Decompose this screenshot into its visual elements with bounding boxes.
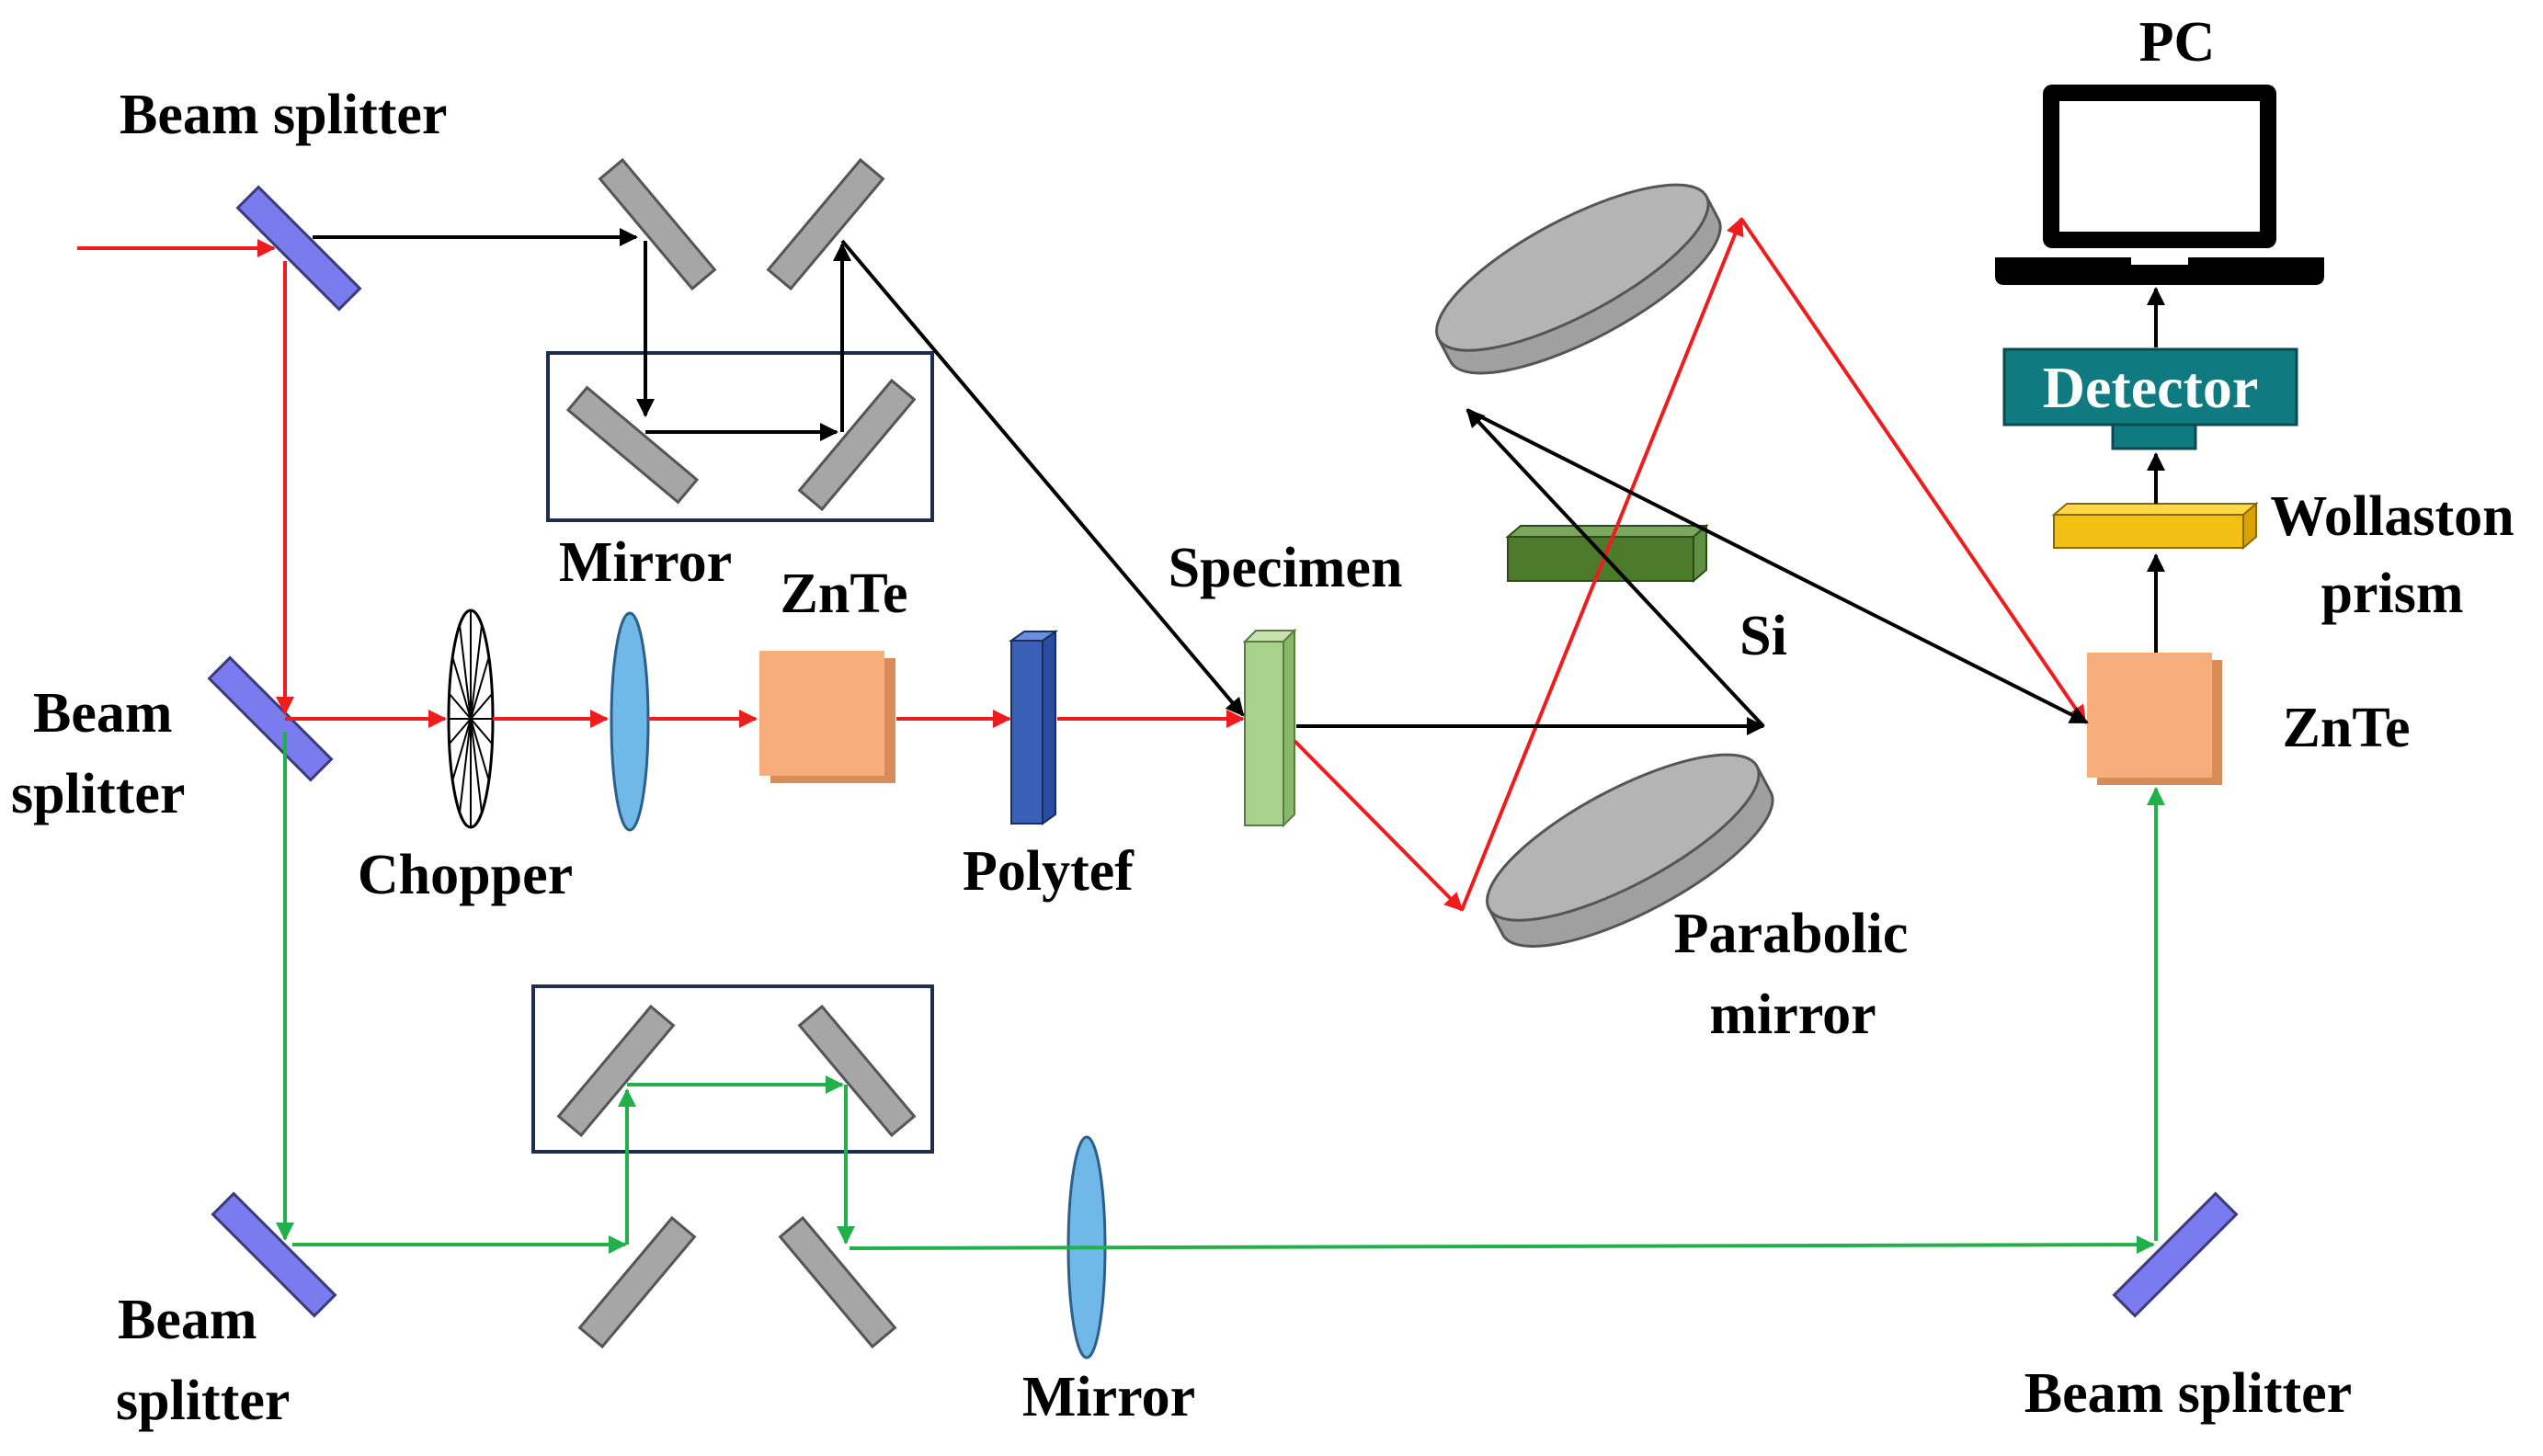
label-polytef: Polytef xyxy=(963,840,1135,903)
mirror-top-1 xyxy=(598,157,717,291)
label-mirror-bottom: Mirror xyxy=(1022,1366,1195,1428)
mirror-top-2 xyxy=(766,157,885,291)
label-beam-splitter-mid-2: splitter xyxy=(11,763,185,825)
label-znte-right: ZnTe xyxy=(2282,697,2410,759)
pc-laptop-icon xyxy=(1995,85,2324,285)
mirror-bottom-2 xyxy=(778,1215,897,1349)
znte-crystal-left xyxy=(759,651,895,783)
label-si: Si xyxy=(1739,605,1787,667)
label-beam-splitter-bottom-2: splitter xyxy=(116,1370,290,1432)
pump-beam-reflect-2 xyxy=(1460,217,1744,911)
label-wollaston-2: prism xyxy=(2321,563,2464,625)
mirror-stage-top-1 xyxy=(565,385,700,505)
black-beam-5 xyxy=(840,239,1245,717)
label-beam-splitter-top: Beam splitter xyxy=(120,84,447,146)
lens-top xyxy=(610,611,650,832)
label-beam-splitter-mid-1: Beam xyxy=(33,682,173,745)
label-mirror-top: Mirror xyxy=(559,531,732,594)
mirror-stage-top-2 xyxy=(797,378,917,512)
parabolic-mirror-bottom xyxy=(1486,753,1774,948)
label-beam-splitter-right: Beam splitter xyxy=(2024,1362,2352,1425)
beam-splitter-right xyxy=(2112,1191,2239,1318)
green-beam-long xyxy=(849,1235,2155,1255)
pump-beam-reflect-3 xyxy=(1739,217,2087,724)
label-chopper: Chopper xyxy=(358,844,573,906)
mirror-stage-bottom-2 xyxy=(797,1004,917,1138)
detector-label: Detector xyxy=(2043,355,2258,420)
label-parabolic-2: mirror xyxy=(1709,984,1876,1046)
znte-crystal-right xyxy=(2087,653,2222,785)
si-plate xyxy=(1505,523,1709,584)
label-parabolic-1: Parabolic xyxy=(1674,903,1909,965)
delay-stage-frame-bottom xyxy=(531,984,934,1154)
black-beam-7 xyxy=(1465,408,1765,728)
detector-stub xyxy=(2111,423,2197,450)
parabolic-mirror-top xyxy=(1435,183,1722,375)
beam-splitter-top xyxy=(235,185,362,312)
wollaston-prism xyxy=(2051,501,2259,551)
beam-splitter-bottom xyxy=(211,1191,337,1318)
delay-stage-frame-top xyxy=(546,351,934,522)
mirror-bottom-1 xyxy=(577,1215,697,1349)
label-znte-left: ZnTe xyxy=(780,563,907,625)
label-wollaston-1: Wollaston xyxy=(2270,485,2514,548)
pump-beam-reflect-1 xyxy=(1293,739,1464,912)
label-specimen: Specimen xyxy=(1169,537,1403,599)
polytef-block xyxy=(1008,630,1059,825)
specimen-block xyxy=(1242,628,1297,828)
chopper xyxy=(447,609,495,829)
black-beam-8 xyxy=(1466,408,2089,724)
label-beam-splitter-bottom-1: Beam xyxy=(118,1289,257,1351)
mirror-stage-bottom-1 xyxy=(556,1004,676,1138)
label-pc: PC xyxy=(2139,11,2216,74)
